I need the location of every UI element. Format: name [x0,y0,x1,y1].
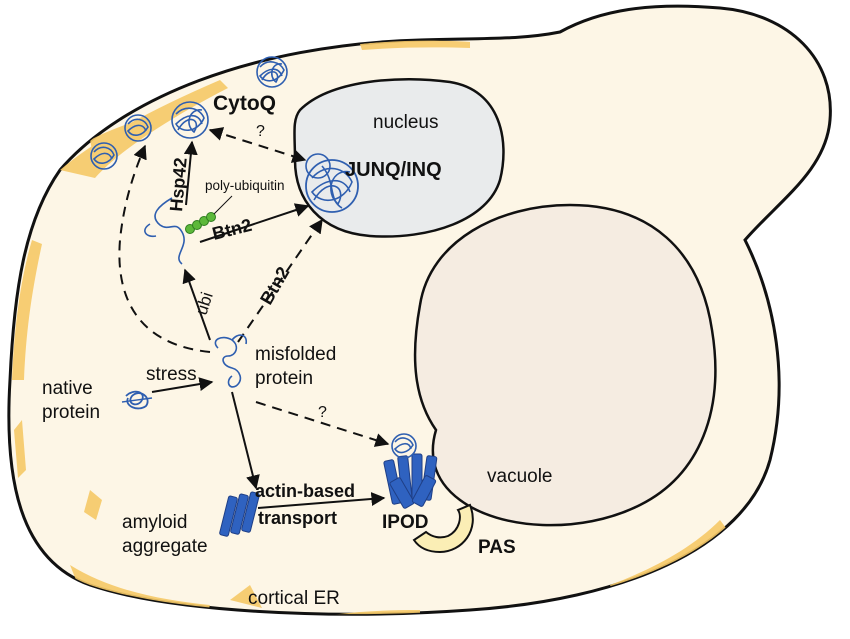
actin-transport-arrow [257,492,386,509]
cytoq-aggregates [90,56,288,170]
native-protein [121,390,153,410]
poly-ubiquitin-label: poly-ubiquitin [205,178,285,193]
pas-structure [412,503,474,554]
poly-ubiquitin-leader [213,195,233,215]
question-mark-top: ? [256,123,265,140]
cortical-er-label: cortical ER [248,588,340,609]
misfolded-label-line1: misfolded [255,344,336,365]
ubi-arrow [182,268,211,341]
native-label-line1: native [42,378,93,399]
vacuole-label: vacuole [487,466,553,487]
ipod-aggregate [383,433,438,509]
hsp42-label: Hsp42 [166,157,191,213]
nucleus-label: nucleus [373,112,439,133]
junq-label: JUNQ/INQ [345,159,442,181]
btn2-diagonal-dashed-arrow [237,218,323,343]
vacuole [413,203,717,527]
hsp42-arrow [183,140,198,206]
misfolded-protein [214,334,248,388]
pas-label: PAS [478,537,516,558]
poly-ubiquitin-chain [185,212,216,234]
stress-arrow [151,377,214,393]
cytoq-label: CytoQ [213,92,276,115]
misfolded-label-line2: protein [255,368,313,389]
question-mark-bottom: ? [318,404,327,421]
stress-label: stress [146,364,197,385]
misfolded-amyloid-arrow [231,391,260,490]
nucleus [293,77,505,238]
junq-aggregate [305,153,359,213]
amyloid-aggregate [219,491,260,537]
ubiquitinated-protein [144,197,185,265]
misfolded-ipod-dashed-arrow [255,401,390,447]
actin-label-line1: actin-based [255,481,355,501]
btn2-horizontal-arrow [199,203,310,243]
actin-label-line2: transport [258,508,337,528]
misfolded-cytoq-dashed-arrow [118,144,211,353]
ipod-label: IPOD [382,512,428,533]
amyloid-label-line2: aggregate [122,536,208,557]
native-label-line2: protein [42,402,100,423]
amyloid-label-line1: amyloid [122,512,187,533]
